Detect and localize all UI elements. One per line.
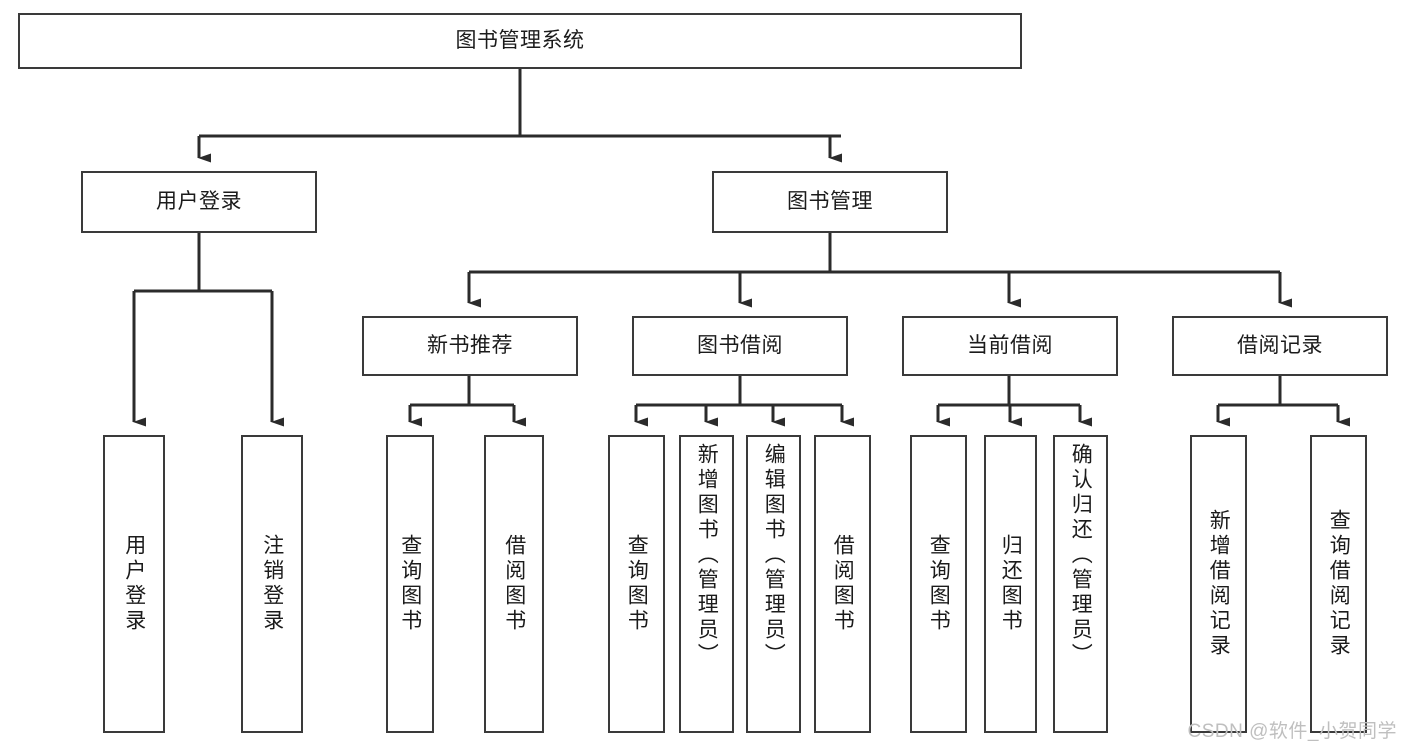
node-leaf-borrow-book-borrow-label: 借阅图书 [831,534,855,634]
node-book-borrow-label: 图书借阅 [697,333,783,357]
node-leaf-borrow-book-borrow[interactable]: 借阅图书 [814,435,871,733]
node-root-system-label: 图书管理系统 [455,28,585,52]
node-leaf-return-book-label: 归还图书 [999,534,1023,634]
node-leaf-add-borrow-record[interactable]: 新增借阅记录 [1190,435,1247,733]
node-leaf-query-borrow-record-label: 查询借阅记录 [1327,509,1351,659]
node-leaf-borrow-book-rec[interactable]: 借阅图书 [484,435,544,733]
node-new-book-recommend[interactable]: 新书推荐 [362,316,578,376]
node-leaf-add-borrow-record-label: 新增借阅记录 [1207,509,1231,659]
node-leaf-confirm-return-admin-label: 确认归还（管理员） [1069,443,1093,668]
node-leaf-add-book-admin[interactable]: 新增图书（管理员） [679,435,734,733]
node-leaf-user-login-label: 用户登录 [122,534,146,634]
node-user-login[interactable]: 用户登录 [81,171,317,233]
node-leaf-logout-login-label: 注销登录 [260,534,284,634]
node-leaf-borrow-book-rec-label: 借阅图书 [502,534,526,634]
node-current-borrow[interactable]: 当前借阅 [902,316,1118,376]
node-book-borrow[interactable]: 图书借阅 [632,316,848,376]
node-book-manage[interactable]: 图书管理 [712,171,948,233]
node-leaf-query-book-current[interactable]: 查询图书 [910,435,967,733]
node-book-manage-label: 图书管理 [787,189,873,213]
node-leaf-user-login[interactable]: 用户登录 [103,435,165,733]
node-root-system[interactable]: 图书管理系统 [18,13,1022,69]
node-leaf-edit-book-admin[interactable]: 编辑图书（管理员） [746,435,801,733]
node-new-book-recommend-label: 新书推荐 [427,333,513,357]
node-leaf-confirm-return-admin[interactable]: 确认归还（管理员） [1053,435,1108,733]
node-leaf-query-book-borrow-label: 查询图书 [625,534,649,634]
csdn-watermark: CSDN @软件_小贺同学 [1187,721,1397,742]
node-leaf-query-book-current-label: 查询图书 [927,534,951,634]
node-borrow-record[interactable]: 借阅记录 [1172,316,1388,376]
node-leaf-return-book[interactable]: 归还图书 [984,435,1037,733]
node-leaf-add-book-admin-label: 新增图书（管理员） [695,443,719,668]
node-leaf-query-book-rec[interactable]: 查询图书 [386,435,434,733]
node-leaf-query-book-borrow[interactable]: 查询图书 [608,435,665,733]
node-borrow-record-label: 借阅记录 [1237,333,1323,357]
node-current-borrow-label: 当前借阅 [967,333,1053,357]
node-leaf-query-borrow-record[interactable]: 查询借阅记录 [1310,435,1367,733]
node-leaf-edit-book-admin-label: 编辑图书（管理员） [762,443,786,668]
node-leaf-logout-login[interactable]: 注销登录 [241,435,303,733]
node-leaf-query-book-rec-label: 查询图书 [398,534,422,634]
node-user-login-label: 用户登录 [156,189,242,213]
